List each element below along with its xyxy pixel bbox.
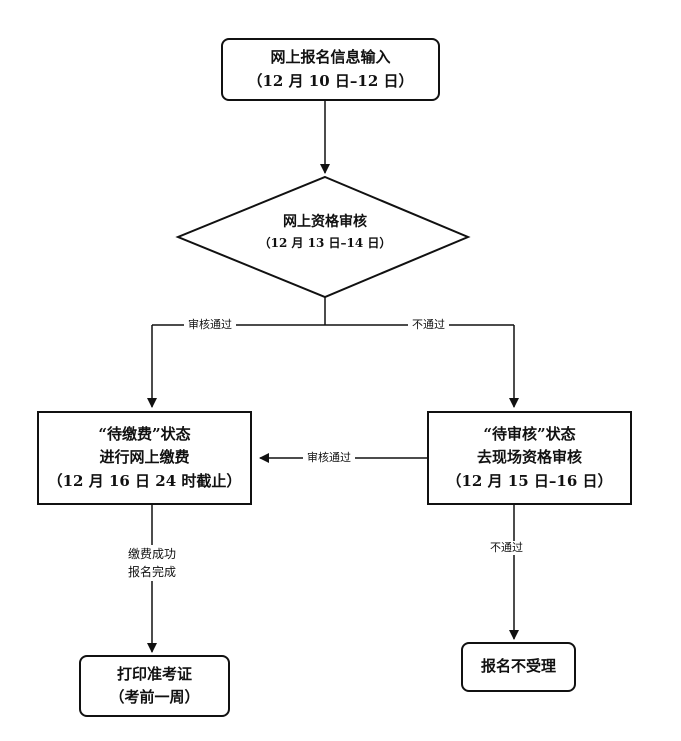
node-pending-payment-action: 进行网上缴费 <box>99 448 190 467</box>
node-print-ticket: 打印准考证 （考前一周） <box>79 655 230 717</box>
node-rejected-title: 报名不受理 <box>480 657 556 676</box>
label-review-fail: 不通过 <box>408 318 449 332</box>
node-pending-payment-deadline: （12 月 16 日 24 时截止） <box>47 471 242 490</box>
node-input-title: 网上报名信息输入 <box>270 48 391 67</box>
node-print-ticket-timing: （考前一周） <box>109 688 200 706</box>
label-onsite-pass: 审核通过 <box>303 451 355 465</box>
label-pay-success-line1: 缴费成功 <box>127 547 176 561</box>
node-pending-payment-status: “待缴费”状态 <box>98 425 191 444</box>
label-onsite-fail: 不通过 <box>486 541 527 555</box>
label-pay-success: 缴费成功 报名完成 <box>112 545 192 581</box>
node-review: 网上资格审核 （12 月 13 日–14 日） <box>225 212 425 252</box>
node-pending-review: “待审核”状态 去现场资格审核 （12 月 15 日–16 日） <box>427 411 632 505</box>
node-pending-review-status: “待审核”状态 <box>483 425 576 444</box>
node-input-date: （12 月 10 日–12 日） <box>247 71 414 90</box>
node-pending-payment: “待缴费”状态 进行网上缴费 （12 月 16 日 24 时截止） <box>37 411 252 505</box>
node-review-title: 网上资格审核 <box>283 214 367 230</box>
node-print-ticket-title: 打印准考证 <box>116 664 192 683</box>
node-pending-review-date: （12 月 15 日–16 日） <box>446 471 613 490</box>
node-input: 网上报名信息输入 （12 月 10 日–12 日） <box>221 38 440 101</box>
node-review-date: （12 月 13 日–14 日） <box>258 235 392 250</box>
label-pay-success-line2: 报名完成 <box>127 565 176 579</box>
node-pending-review-action: 去现场资格审核 <box>476 448 582 467</box>
label-review-pass: 审核通过 <box>184 318 236 332</box>
node-rejected: 报名不受理 <box>461 642 576 692</box>
